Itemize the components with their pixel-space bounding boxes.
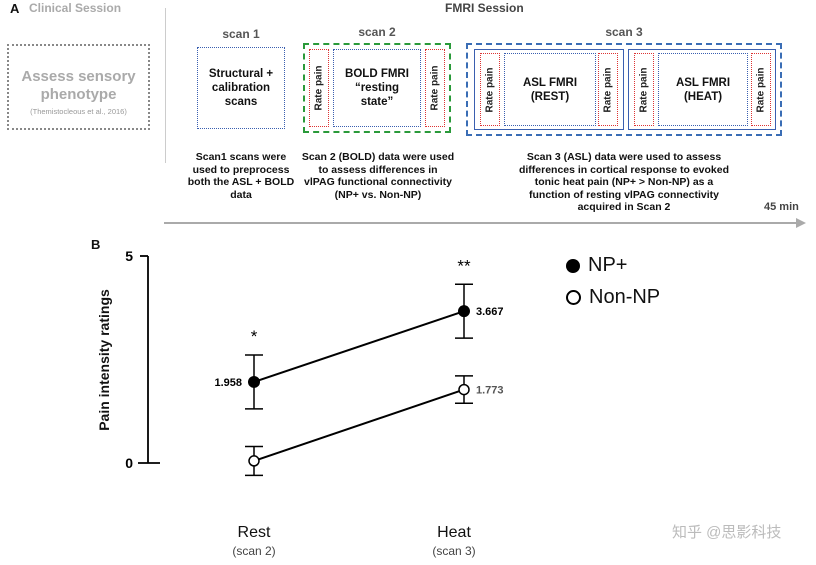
scan3-title: scan 3 — [605, 25, 643, 39]
scan2-description: Scan 2 (BOLD) data were used to assess d… — [294, 151, 462, 201]
filled-circle-icon — [566, 258, 580, 273]
scan3-desc-line: differences in cortical response to evok… — [518, 163, 730, 176]
legend-label-np-plus: NP+ — [588, 254, 628, 276]
asl-rest-text-1: ASL FMRI — [522, 76, 578, 89]
scan2-box — [303, 43, 451, 133]
data-point-non-np — [248, 455, 260, 467]
clinical-session-title: Clinical Session — [29, 1, 122, 15]
x-label-rest: Rest (scan 2) — [232, 524, 275, 558]
scan3-desc-line: acquired in Scan 2 — [577, 201, 671, 213]
x-label-rest-sub: (scan 2) — [232, 544, 276, 558]
scan3-desc-line: function of resting vlPAG connectivity — [529, 188, 719, 201]
y-tick-label: 0 — [125, 455, 133, 471]
scan2-text-3: state” — [360, 96, 394, 108]
timeline-arrow — [164, 218, 806, 228]
scan2-desc-line: Scan 2 (BOLD) data were used — [301, 151, 455, 163]
assess-line1: Assess sensory — [21, 68, 136, 85]
assess-citation: (Themistocleous et al., 2016) — [30, 107, 127, 116]
scan1-text-1: Structural + — [208, 68, 274, 80]
scan3-rest-group — [474, 49, 624, 130]
scan3-rate-pain-1: Rate pain — [480, 53, 500, 126]
significance-marker: ** — [457, 256, 471, 275]
series-line-non-np — [253, 388, 465, 462]
scan1-text-2: calibration — [211, 82, 271, 94]
data-point-non-np — [458, 383, 470, 396]
asl-heat-text-1: ASL FMRI — [675, 76, 731, 89]
legend: NP+ Non-NP — [566, 254, 660, 309]
series-line-np-plus — [253, 310, 465, 383]
scan3-box — [466, 43, 782, 136]
scan3-asl-rest: ASL FMRI (REST) — [504, 53, 596, 126]
significance-marker: * — [251, 327, 258, 346]
data-point-np-plus — [248, 375, 260, 388]
scan2-desc-line: (NP+ vs. Non-NP) — [334, 188, 422, 201]
legend-item-non-np: Non-NP — [566, 286, 660, 309]
data-point-np-plus — [458, 305, 470, 318]
scan1-title: scan 1 — [222, 27, 260, 41]
data-label-np-plus: 1.958 — [214, 377, 242, 389]
scan1-desc-line: used to preprocess — [192, 163, 290, 176]
y-tick-label: 5 — [125, 248, 133, 264]
scan1-box: Structural + calibration scans — [197, 47, 285, 129]
panel-a-label: A — [10, 1, 20, 16]
scan2-bold-box: BOLD FMRI “resting state” — [333, 49, 421, 127]
time-label: 45 min — [764, 201, 799, 213]
x-label-heat-main: Heat — [437, 524, 471, 541]
scan2-rate-pain-left: Rate pain — [309, 49, 329, 127]
scan1-desc-line: data — [230, 188, 252, 201]
fmri-session-title: FMRI Session — [445, 1, 524, 15]
scan2-desc-line: to assess differences in — [318, 163, 438, 176]
scan3-desc-line: tonic heat pain (NP+ > Non-NP) as a — [534, 176, 714, 188]
open-circle-icon — [566, 290, 581, 305]
scan1-text-3: scans — [224, 96, 258, 108]
scan1-desc-line: both the ASL + BOLD — [187, 176, 295, 188]
scan2-title: scan 2 — [358, 25, 396, 39]
asl-heat-text-2: (HEAT) — [683, 90, 723, 103]
scan3-desc-line: Scan 3 (ASL) data were used to assess — [526, 151, 722, 163]
x-label-rest-main: Rest — [237, 524, 271, 541]
asl-rest-text-2: (REST) — [530, 90, 570, 103]
session-divider — [165, 8, 166, 163]
scan3-heat-group — [628, 49, 776, 130]
scan2-text-2: “resting — [354, 82, 400, 94]
legend-item-np-plus: NP+ — [566, 254, 660, 277]
x-label-heat: Heat (scan 3) — [432, 524, 475, 558]
x-label-heat-sub: (scan 3) — [432, 544, 476, 558]
scan3-asl-heat: ASL FMRI (HEAT) — [658, 53, 748, 126]
scan3-rate-pain-2: Rate pain — [598, 53, 618, 126]
watermark: 知乎 @思影科技 — [672, 524, 782, 541]
assess-sensory-box: Assess sensory phenotype (Themistocleous… — [7, 44, 150, 130]
scan2-desc-line: vlPAG functional connectivity — [304, 176, 452, 188]
scan2-text-1: BOLD FMRI — [345, 68, 409, 80]
assess-line2: phenotype — [40, 86, 117, 103]
data-label-non-np: 1.773 — [476, 385, 504, 397]
panel-b-label: B — [91, 237, 101, 252]
data-label-np-plus: 3.667 — [476, 306, 504, 318]
scan2-rate-pain-right: Rate pain — [425, 49, 445, 127]
scan3-rate-pain-3: Rate pain — [634, 53, 654, 126]
scan1-desc-line: Scan1 scans were — [195, 151, 287, 163]
scan1-description: Scan1 scans were used to preprocess both… — [175, 151, 307, 201]
scan3-description: Scan 3 (ASL) data were used to assess di… — [490, 151, 758, 214]
legend-label-non-np: Non-NP — [589, 286, 661, 308]
scan3-rate-pain-4: Rate pain — [751, 53, 771, 126]
